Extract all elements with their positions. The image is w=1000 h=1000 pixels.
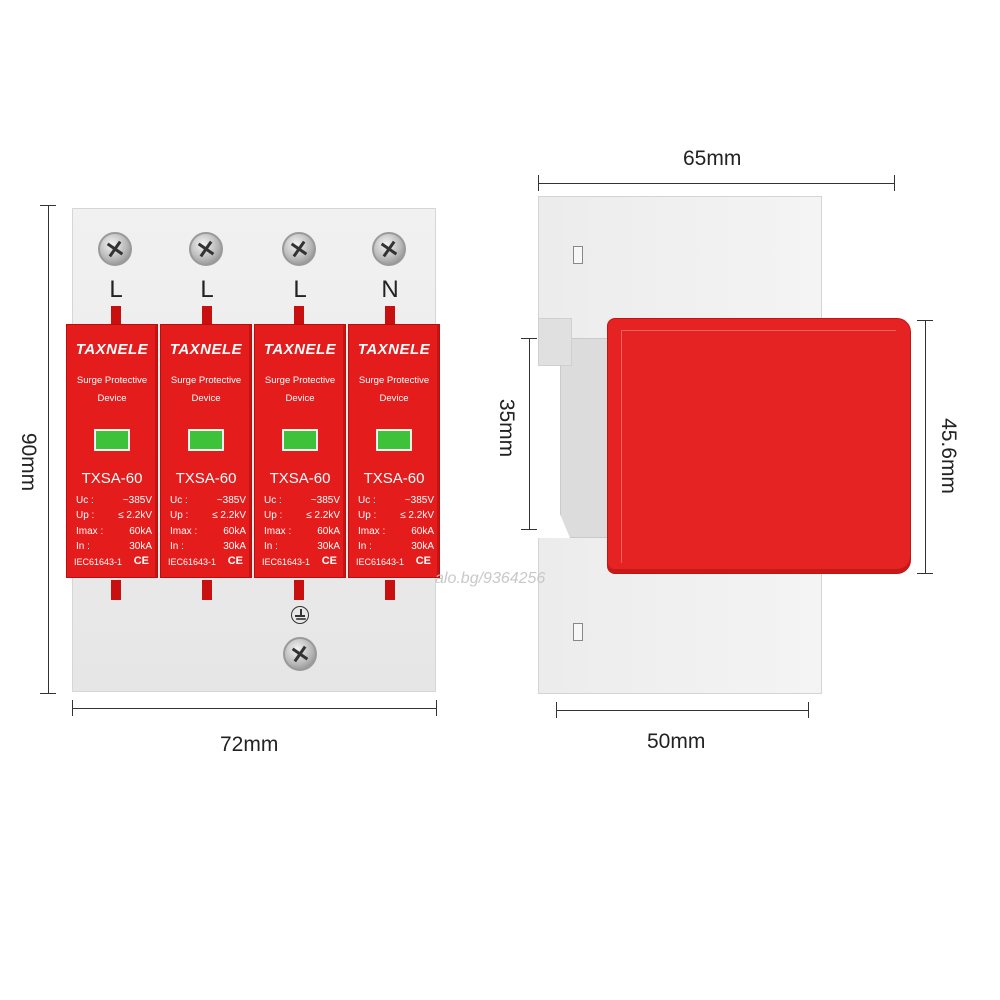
watermark: alo.bg/9364256	[435, 570, 546, 587]
standard-label: IEC61643-1	[262, 557, 311, 567]
top-connector-tab	[111, 306, 121, 330]
spd-module: TAXNELE Surge Protective Device TXSA-60 …	[66, 324, 158, 578]
bottom-connector-tab	[385, 580, 395, 600]
dimension-tick	[894, 175, 895, 191]
rail-height-dimension-line	[529, 338, 530, 530]
ground-screw-icon	[283, 637, 317, 671]
terminal-screw-icon	[98, 232, 132, 266]
ground-icon	[291, 606, 309, 624]
model-label: TXSA-60	[269, 470, 331, 487]
red-module-cover	[607, 318, 911, 574]
description-line: Device	[97, 393, 127, 404]
width-dimension-line	[72, 708, 436, 709]
dimension-tick	[40, 205, 56, 206]
description-line: Surge Protective	[358, 375, 430, 386]
side-top-notch	[538, 318, 572, 366]
terminal-label: L	[109, 276, 123, 303]
bottom-connector-tab	[202, 580, 212, 600]
description-line: Device	[379, 393, 409, 404]
top-width-dimension-label: 65mm	[683, 147, 742, 170]
status-indicator-window	[282, 429, 318, 451]
terminal-label: L	[200, 276, 214, 303]
brand-label: TAXNELE	[263, 341, 337, 358]
top-width-dimension-line	[538, 183, 894, 184]
bottom-width-dimension-label: 50mm	[647, 730, 706, 753]
description-line: Device	[191, 393, 221, 404]
dimension-tick	[521, 529, 537, 530]
top-connector-tab	[202, 306, 212, 330]
cover-height-dimension-label: 45.6mm	[937, 418, 960, 494]
rail-height-dimension-label: 35mm	[495, 398, 518, 458]
standard-label: IEC61643-1	[74, 557, 123, 567]
dimension-tick	[917, 573, 933, 574]
description-line: Surge Protective	[264, 375, 336, 386]
terminal-screw-icon	[372, 232, 406, 266]
model-label: TXSA-60	[363, 470, 425, 487]
model-label: TXSA-60	[81, 470, 143, 487]
terminal-screw-icon	[282, 232, 316, 266]
side-slot	[573, 623, 583, 641]
top-connector-tab	[385, 306, 395, 330]
bottom-width-dimension-line	[556, 710, 808, 711]
spd-module: TAXNELE Surge Protective Device TXSA-60 …	[160, 324, 252, 578]
height-dimension-label: 90mm	[17, 432, 40, 492]
status-indicator-window	[94, 429, 130, 451]
description-line: Surge Protective	[76, 375, 148, 386]
status-indicator-window	[188, 429, 224, 451]
brand-label: TAXNELE	[75, 341, 149, 358]
ce-mark: CE	[227, 555, 243, 567]
dimension-tick	[40, 693, 56, 694]
height-dimension-line	[48, 205, 49, 694]
spd-module: TAXNELE Surge Protective Device TXSA-60 …	[254, 324, 346, 578]
bottom-connector-tab	[294, 580, 304, 600]
terminal-label: L	[293, 276, 307, 303]
width-dimension-label: 72mm	[220, 733, 279, 756]
dimension-tick	[917, 320, 933, 321]
terminal-label: N	[381, 276, 399, 303]
red-cover-edge	[621, 330, 896, 563]
model-label: TXSA-60	[175, 470, 237, 487]
side-slot	[573, 246, 583, 264]
top-connector-tab	[294, 306, 304, 330]
din-rail-clip	[560, 338, 610, 538]
description-line: Device	[285, 393, 315, 404]
brand-label: TAXNELE	[357, 341, 431, 358]
ce-mark: CE	[415, 555, 431, 567]
dimension-tick	[521, 338, 537, 339]
bottom-connector-tab	[111, 580, 121, 600]
cover-height-dimension-line	[925, 320, 926, 574]
dimension-tick	[808, 702, 809, 718]
spd-module: TAXNELE Surge Protective Device TXSA-60 …	[348, 324, 440, 578]
dimension-tick	[436, 700, 437, 716]
standard-label: IEC61643-1	[356, 557, 405, 567]
terminal-screw-icon	[189, 232, 223, 266]
status-indicator-window	[376, 429, 412, 451]
ce-mark: CE	[321, 555, 337, 567]
description-line: Surge Protective	[170, 375, 242, 386]
dimension-tick	[72, 700, 73, 716]
ce-mark: CE	[133, 555, 149, 567]
dimension-tick	[538, 175, 539, 191]
brand-label: TAXNELE	[169, 341, 243, 358]
standard-label: IEC61643-1	[168, 557, 217, 567]
dimension-tick	[556, 702, 557, 718]
